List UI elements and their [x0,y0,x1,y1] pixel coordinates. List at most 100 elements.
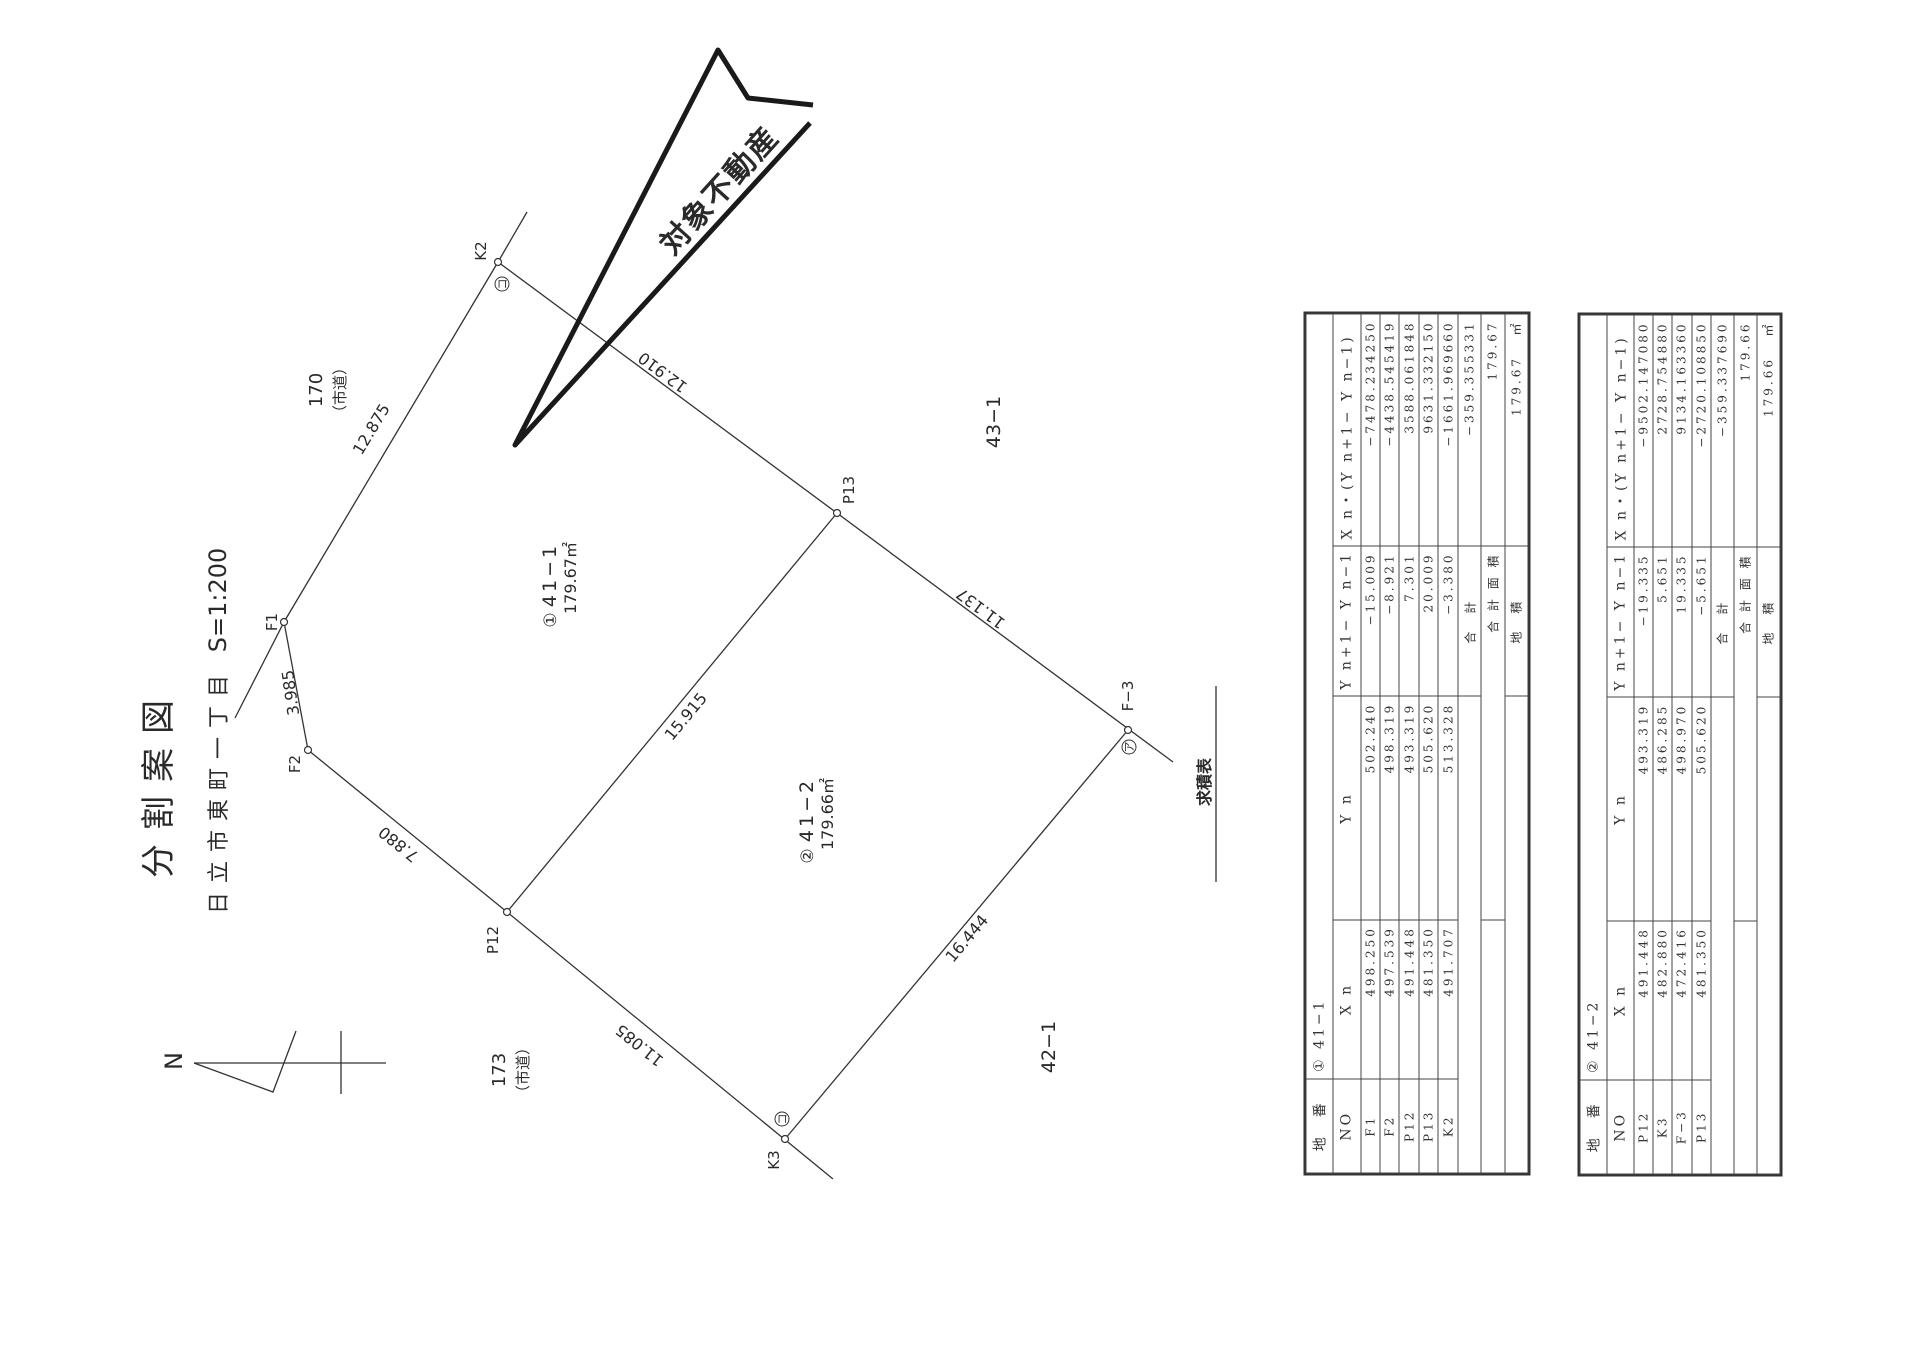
parcel-2-number: ② [798,848,818,863]
marker-circle-k3 [774,1111,790,1127]
column-header: Y n+1− Y n−1 [1333,545,1361,697]
parcel-1-number: ① [541,612,561,627]
road-south-type: （市道） [514,1040,532,1100]
table-cell: K3 [1653,1079,1673,1174]
chiseki-cell: 179.67 ㎡ [1504,314,1528,546]
parcel-1-area: 179.67㎡ [561,542,580,614]
blank-cell [1756,697,1780,1174]
table-cell: 3588.061848 [1399,314,1419,546]
column-header: Y n [1606,697,1634,921]
blank-cell [1457,696,1482,1173]
blank-cell [1481,919,1505,1173]
total-area-value: 179.67 [1481,314,1505,546]
table-cell: 9631.332150 [1418,314,1439,546]
label-k2: K2 [472,241,490,260]
plan-title: 分割案図 [139,686,179,878]
point-k3 [780,1134,790,1144]
parcel-2-lot: 41−2 [796,778,818,842]
table-cell: K2 [1438,1078,1458,1173]
plan-scale: S=1:200 [204,548,232,653]
chiseki-value: 179.66 [1761,356,1776,417]
total-area-label: 合 計 面 積 [1733,546,1757,921]
chiseki-value: 179.67 [1509,355,1524,416]
road-south-number: 173 [489,1053,510,1087]
lot-east: 43−1 [983,396,1005,448]
table-cell: 493.319 [1399,696,1419,920]
sum-row: 合 計−359.337690 [1710,315,1734,1174]
total-area-label: 合 計 面 積 [1481,545,1505,920]
table-cell: 481.350 [1691,920,1711,1080]
table-cell: 491.448 [1633,920,1654,1080]
table-cell: 502.240 [1360,696,1380,920]
distance-p12-k3: 11.085 [612,1020,667,1070]
north-label: N [160,1052,188,1070]
parcel-number: ① [1311,1056,1328,1073]
point-p12 [502,907,512,917]
table-cell: F−3 [1672,1079,1692,1174]
label-k3: K3 [765,1150,783,1169]
target-property-arrow-icon [512,47,814,448]
column-header: NO [1333,1078,1361,1173]
road-north-type: （市道） [331,360,349,420]
column-header: Y n+1− Y n−1 [1606,546,1634,698]
label-f1: F1 [263,613,281,631]
column-header: Y n [1333,696,1361,920]
table-cell: 505.620 [1691,697,1711,921]
column-header: X n [1333,919,1361,1079]
parcel-number: ② [1585,1057,1602,1074]
table-cell: P12 [1633,1079,1654,1174]
north-arrow-icon [193,1030,386,1094]
point-k2 [493,257,503,267]
table-cell: 5.651 [1653,546,1673,698]
table-cell: −3.380 [1438,545,1458,697]
table-cell: 9134.163360 [1672,315,1692,547]
table-cell: 2728.754880 [1653,315,1673,547]
division-line-p12-p13 [506,512,838,913]
parcel-id-cell: ② 41−2 [1580,315,1607,1080]
table-cell: 513.328 [1438,696,1458,920]
table-cell: P13 [1418,1078,1439,1173]
table-cell: −15.009 [1360,545,1380,697]
column-header: X n [1606,920,1634,1080]
table-cell: 498.250 [1360,919,1380,1079]
table-cell: −5.651 [1691,546,1711,698]
table-cell: P13 [1691,1079,1711,1174]
boundary-f1-f2 [283,621,309,751]
distance-p13-f3: 11.137 [953,584,1009,633]
marker-f3: ア [1123,742,1136,753]
table-cell: F1 [1360,1078,1380,1173]
boundary-p12-k3 [506,911,834,1180]
point-p13 [832,508,842,518]
chiban-label: 地 番 [1306,1078,1334,1173]
table-cell: P12 [1399,1078,1419,1173]
column-header: X n・(Y n+1− Y n−1) [1606,315,1634,547]
table-cell: −1661.969660 [1438,314,1458,546]
chiseki-cell: 179.66 ㎡ [1756,315,1780,547]
marker-k2: コ [496,279,509,290]
table-cell: 7.301 [1399,545,1419,697]
distance-f2-p12: 7.880 [375,822,423,866]
chiban-label: 地 番 [1580,1079,1607,1174]
blank-cell [1733,920,1757,1174]
sum-label: 合 計 [1457,545,1482,697]
sum-value: −359.337690 [1710,315,1734,547]
table-cell: −2720.108850 [1691,315,1711,547]
parcel-1-lot: 41−1 [539,543,561,607]
road-north-number: 170 [306,373,327,407]
label-p12: P12 [484,926,502,954]
marker-k3: コ [776,1114,789,1125]
parcel-2-area: 179.66㎡ [818,778,837,850]
table-cell: −8.921 [1379,545,1400,697]
point-f1 [279,617,289,627]
